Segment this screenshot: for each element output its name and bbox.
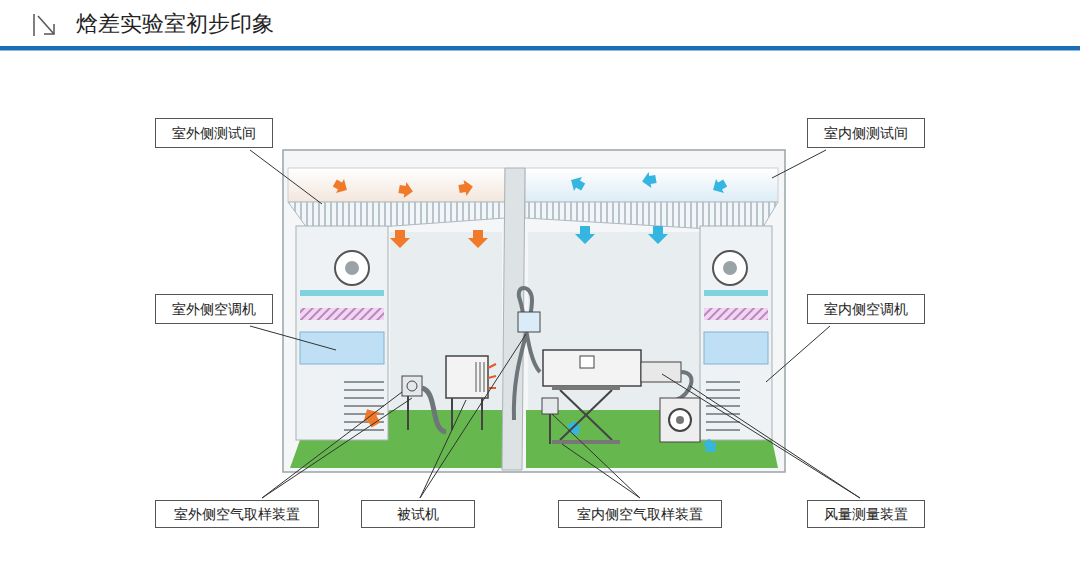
- callout-label: 室外侧空气取样装置: [174, 506, 300, 523]
- header-rule: [0, 50, 1080, 51]
- back-wall: [528, 232, 700, 412]
- back-wall: [390, 232, 502, 412]
- indoor-air-handler: [700, 226, 772, 440]
- warm-air-arrow: [331, 176, 488, 430]
- callout-label: 室外侧空调机: [172, 301, 256, 318]
- callout-box: 室外侧空气取样装置: [155, 500, 319, 528]
- outdoor-air-handler: [296, 226, 388, 440]
- leader-line: [250, 150, 860, 498]
- callout-box: 室内侧空调机: [807, 294, 925, 324]
- callout-label: 被试机: [397, 506, 439, 523]
- indoor-air-sampler: [542, 398, 558, 444]
- callout-label: 室内侧测试间: [824, 125, 908, 142]
- callout-box: 被试机: [361, 500, 475, 528]
- ceiling-plenum: [525, 168, 778, 202]
- airflow-measurer: [641, 362, 700, 442]
- lab-frame: [283, 150, 785, 472]
- refrigerant-hose: [514, 288, 540, 420]
- outdoor-air-sampler: [402, 376, 446, 432]
- callout-label: 室内侧空调机: [824, 301, 908, 318]
- callout-box: 室外侧测试间: [155, 118, 273, 148]
- ceiling-plenum: [288, 168, 505, 202]
- connection-box: [518, 312, 540, 332]
- header-rule: [0, 46, 1080, 50]
- callout-label: 室内侧空气取样装置: [577, 506, 703, 523]
- callout-box: 室外侧空调机: [155, 294, 273, 324]
- callout-box: 室内侧空气取样装置: [558, 500, 722, 528]
- cool-air-arrow: [564, 171, 729, 457]
- page-title: 焓差实验室初步印象: [76, 9, 274, 39]
- header-icon: [34, 14, 54, 36]
- callout-label: 风量测量装置: [824, 506, 908, 523]
- indoor-unit: [543, 350, 641, 444]
- callout-label: 室外侧测试间: [172, 125, 256, 142]
- callout-box: 室内侧测试间: [807, 118, 925, 148]
- callout-box: 风量测量装置: [807, 500, 925, 528]
